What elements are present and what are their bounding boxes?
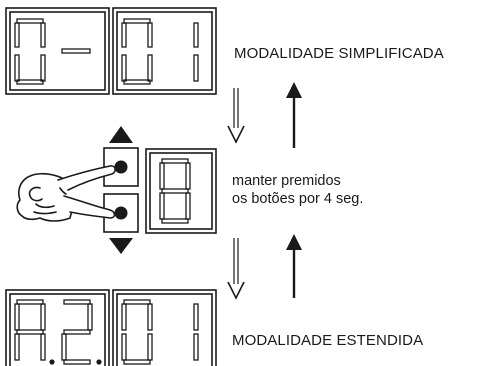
hold-buttons-instruction: manter premidos os botões por 4 seg.	[232, 172, 363, 208]
bottom-display-right-frame	[112, 289, 217, 366]
bottom-digit-2	[61, 299, 102, 365]
top-digit-4	[193, 22, 199, 82]
bottom-display-left-frame	[5, 289, 110, 366]
arrow-down-lower	[227, 238, 245, 300]
bottom-display-left-inner-frame	[9, 293, 106, 366]
extended-mode-label: MODALIDADE ESTENDIDA	[232, 332, 424, 349]
triangle-down-icon	[109, 238, 133, 254]
pointing-hand-icon	[16, 165, 116, 222]
bottom-digit-1	[14, 299, 55, 365]
arrow-up-upper	[286, 82, 302, 148]
arrow-down-upper	[227, 88, 245, 144]
arrow-up-lower	[286, 234, 302, 298]
top-digit-2-dash	[61, 48, 91, 54]
bottom-digit-3	[121, 299, 153, 365]
top-display-right-frame	[112, 7, 217, 95]
top-digit-3	[121, 18, 153, 85]
top-display-left-inner-frame	[9, 11, 106, 91]
top-display-left-frame	[5, 7, 110, 95]
button-panel	[103, 126, 139, 254]
simplified-mode-label: MODALIDADE SIMPLIFICADA	[234, 45, 444, 62]
hold-instruction-line-1: manter premidos	[232, 173, 341, 189]
triangle-up-icon	[109, 126, 133, 143]
bottom-display-right-inner-frame	[116, 293, 213, 366]
top-digit-1	[14, 18, 46, 85]
bottom-display	[5, 289, 217, 366]
middle-digit-8	[159, 158, 191, 224]
middle-display-frame	[145, 148, 217, 234]
lower-arrows	[227, 234, 302, 300]
middle-display	[145, 148, 217, 234]
middle-display-inner-frame	[149, 152, 213, 230]
bottom-digit-4	[193, 303, 199, 361]
up-button-dot	[114, 160, 128, 174]
top-display	[5, 7, 217, 95]
upper-arrows	[227, 82, 302, 148]
hold-instruction-line-2: os botões por 4 seg.	[232, 191, 364, 207]
top-display-right-inner-frame	[116, 11, 213, 91]
down-button-dot	[114, 206, 128, 220]
